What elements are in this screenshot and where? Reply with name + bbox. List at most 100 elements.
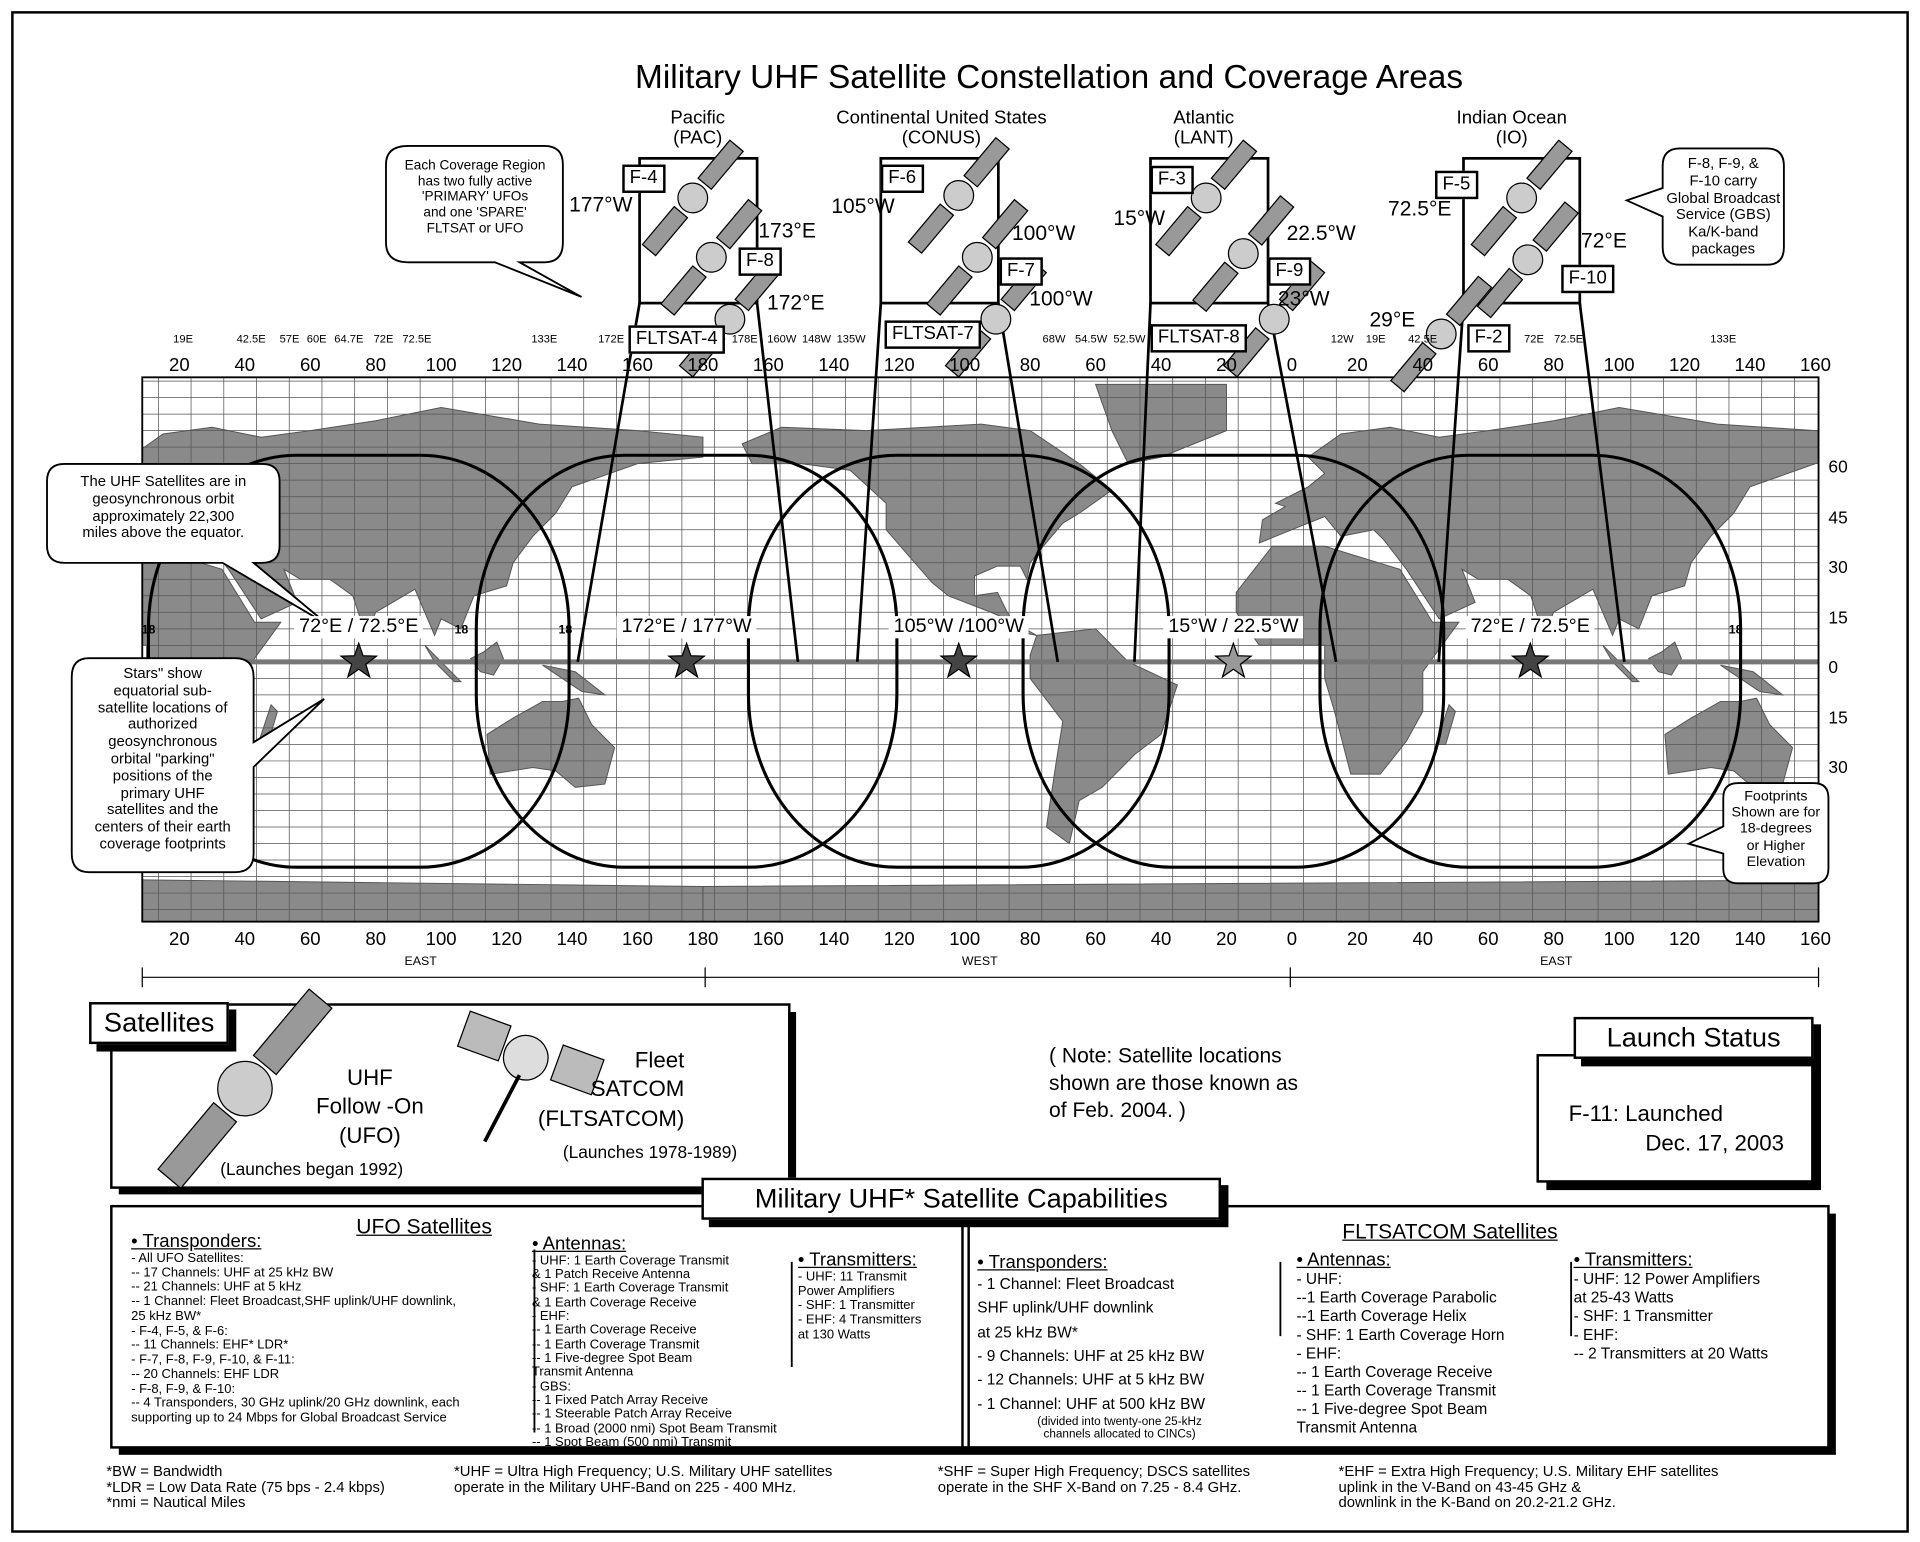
launch-status-line: Dec. 17, 2003	[1645, 1131, 1784, 1156]
sat-label-f8: F-8	[738, 247, 782, 276]
region-io: Indian Ocean(IO)	[1457, 109, 1567, 148]
launch-status-line: F-11: Launched	[1568, 1101, 1723, 1126]
text-line: - 1 Channel: Fleet Broadcast	[977, 1275, 1175, 1293]
text-line: -- 1 Five-degree Spot Beam	[1296, 1400, 1488, 1418]
sat-pos: 22.5°W	[1286, 221, 1356, 245]
text-line: Each Coverage Region	[404, 158, 546, 174]
land-newguinea	[1720, 664, 1785, 696]
lat-tick: 15	[1828, 707, 1848, 727]
lon-tick-bottom: 20	[169, 929, 190, 951]
text-line: SATCOM	[590, 1076, 685, 1102]
lon-tick-bottom: 80	[1543, 929, 1564, 951]
ufo-satellite-icon	[641, 139, 745, 257]
footnote-uhf: *UHF = Ultra High Frequency; U.S. Milita…	[454, 1463, 832, 1494]
text-line: miles above the equator.	[82, 523, 245, 542]
lon-tick-bottom: 120	[491, 929, 523, 951]
elevation-label: 18	[141, 623, 156, 638]
text-line: - 1 Channel: UHF at 500 kHz BW	[977, 1394, 1206, 1413]
beam-line	[996, 302, 1060, 663]
text-line: has two fully active	[417, 173, 533, 189]
sat-pos: 105°W	[831, 194, 895, 218]
sat-label-fltsat8: FLTSAT-8	[1150, 324, 1248, 352]
text-line: - UHF:	[1296, 1270, 1343, 1288]
text-line: and one 'SPARE'	[423, 205, 527, 221]
launch-status-title: Launch Status	[1573, 1016, 1814, 1059]
satellite-body	[1425, 318, 1457, 350]
sat-label-f9: F-9	[1268, 257, 1311, 286]
lon-tick-bottom: 60	[1085, 929, 1106, 951]
text-line: coverage footprints	[99, 835, 226, 853]
text-line: Fleet	[634, 1047, 685, 1073]
transponder-list: - All UFO Satellites: -- 17 Channels: UH…	[131, 1251, 460, 1426]
lat-tick: 15	[1828, 606, 1848, 627]
region-lant: Atlantic(LANT)	[1173, 109, 1234, 148]
solar-panel	[926, 265, 973, 316]
text-line: satellites and the	[106, 800, 219, 819]
text-line: -- 1 Spot Beam (500 nmi) Transmit	[531, 1435, 732, 1450]
text-line: Stars" show	[123, 664, 203, 682]
fltsat-note: (Launches 1978-1989)	[562, 1141, 738, 1162]
lon-tick-bottom: 100	[1603, 929, 1635, 951]
launch-status-text: F-11: Launched Dec. 17, 2003	[1569, 1099, 1784, 1159]
text-line: --1 Earth Coverage Helix	[1296, 1307, 1467, 1325]
text-line: 18-degrees	[1739, 821, 1812, 837]
text-line: -- 17 Channels: UHF at 25 kHz BW	[131, 1264, 334, 1280]
lon-tick-top: 60	[299, 355, 321, 377]
star-icon	[939, 641, 979, 679]
lon-tick-top: 80	[1019, 355, 1041, 377]
solar-panel	[907, 203, 955, 255]
lon-tick-bottom: 120	[883, 929, 915, 951]
ufo-satellite-icon	[907, 136, 1010, 255]
text-line: *LDR = Low Data Rate (75 bps - 2.4 kbps)	[106, 1477, 385, 1496]
satellite-body	[961, 241, 993, 273]
callout-gbs-bubble	[1624, 147, 1785, 266]
text-line: Footprints	[1744, 789, 1808, 805]
text-line: -- 1 Channel: Fleet Broadcast,SHF uplink…	[131, 1294, 457, 1309]
transmitter-list: - UHF: 12 Power Amplifiers at 25-43 Watt…	[1574, 1270, 1768, 1363]
land-antarctica	[702, 879, 1819, 922]
lon-tick-top: 80	[1543, 355, 1564, 377]
text-line: operate in the Military UHF-Band on 225 …	[454, 1477, 797, 1496]
lon-tick-bottom: 20	[1216, 929, 1237, 951]
text-line: -- 4 Transponders, 30 GHz uplink/20 GHz …	[131, 1395, 460, 1411]
satellite-body	[1506, 182, 1538, 214]
text-line: at 25 kHz BW*	[977, 1323, 1078, 1341]
text-line: or Higher	[1746, 838, 1806, 854]
lon-marker-label: 172E	[598, 332, 625, 346]
lon-marker-label: 133E	[531, 332, 558, 346]
lon-tick-bottom: 100	[949, 929, 981, 951]
ufo-capabilities-title: UFO Satellites	[356, 1214, 492, 1239]
beam-line	[1133, 303, 1152, 662]
lon-tick-bottom: 40	[1412, 929, 1434, 951]
sat-label-f10: F-10	[1561, 264, 1615, 293]
section-heading: • Transponders:	[131, 1230, 262, 1252]
beam-line	[576, 302, 641, 663]
lon-tick-top: 120	[1669, 355, 1701, 377]
lon-tick-top: 140	[556, 355, 588, 377]
ufo-satellite-icon	[926, 198, 1029, 316]
ufo-satellite-icon	[1192, 195, 1295, 313]
text-line: - UHF: 12 Power Amplifiers	[1573, 1270, 1761, 1288]
land-borneo	[1647, 641, 1682, 676]
region-name: Atlantic	[1173, 107, 1235, 129]
satellite-body	[677, 182, 709, 214]
hemisphere-label: EAST	[404, 955, 437, 969]
lon-tick-bottom: 140	[556, 929, 588, 951]
fltsat-transmitters: • Transmitters: - UHF: 12 Power Amplifie…	[1574, 1250, 1768, 1363]
transmitter-list: - UHF: 11 Transmit Power Amplifiers- SHF…	[798, 1269, 921, 1343]
coverage-footprint	[474, 453, 899, 869]
elevation-label: 18	[1728, 623, 1743, 638]
callout-footprints-bubble	[1686, 782, 1830, 885]
region-box	[638, 156, 759, 305]
text-line: Transmit Antenna	[531, 1364, 634, 1380]
lon-tick-bottom: 160	[752, 929, 784, 951]
sat-pos: 29°E	[1369, 308, 1416, 332]
text-line: packages	[1691, 239, 1756, 258]
text-line: - SHF: 1 Transmitter	[1573, 1307, 1713, 1325]
text-line: -- 20 Channels: EHF LDR	[131, 1366, 280, 1382]
hemisphere-label: WEST	[961, 955, 998, 969]
